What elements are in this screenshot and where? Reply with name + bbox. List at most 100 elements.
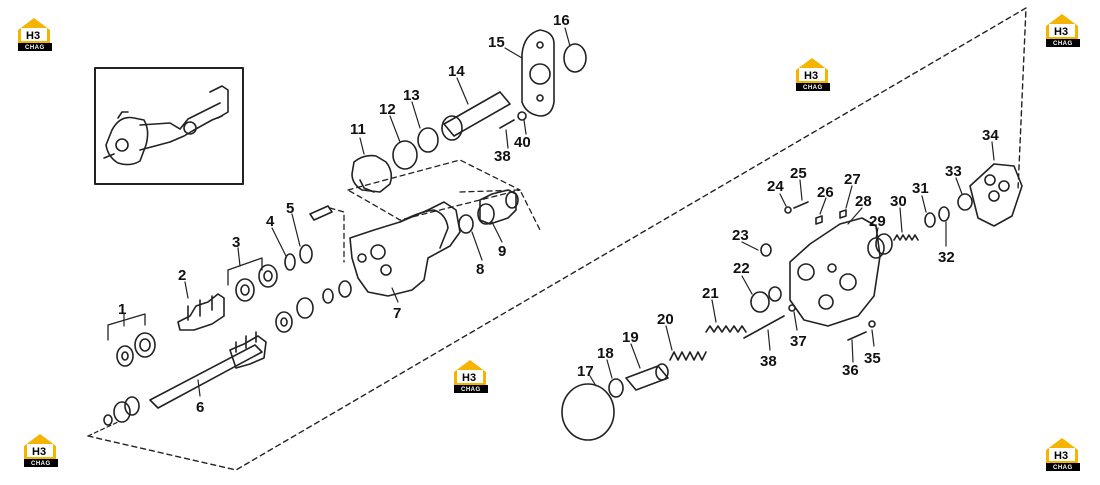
callout-34: 34: [982, 127, 999, 144]
callout-26: 26: [817, 184, 834, 201]
part-4-seal-ring: [284, 253, 296, 271]
callout-27: 27: [844, 171, 861, 188]
callout-6: 6: [196, 399, 204, 416]
callout-32: 32: [938, 249, 955, 266]
part-27-plug: [839, 209, 847, 219]
svg-text:H3: H3: [1054, 26, 1068, 38]
svg-text:CHAG: CHAG: [31, 461, 51, 467]
svg-text:CHAG: CHAG: [803, 85, 823, 91]
callout-21: 21: [702, 285, 719, 302]
callout-40: 40: [514, 134, 531, 151]
part-5-seal-ring: [299, 244, 313, 264]
part-12-ring: [392, 140, 418, 170]
part-22-valve: [750, 286, 782, 313]
shaft-leader-dashed: [87, 421, 119, 437]
callout-11: 11: [350, 121, 366, 138]
callout-labels: 1 2 3 4 5 6 7 8 9 11 12 13 14 15 16 17 1…: [118, 12, 999, 416]
callout-37: 37: [790, 333, 807, 350]
inset-assembly-view: [94, 67, 244, 185]
part-9-fitting: [477, 189, 519, 225]
part-18-ring: [608, 378, 624, 398]
part-38-bolt-upper: [499, 119, 515, 129]
callout-29: 29: [869, 213, 886, 230]
svg-text:CHAG: CHAG: [1053, 465, 1073, 471]
part-32-snap-ring: [938, 206, 950, 222]
part-28-valve-cover: [789, 217, 881, 327]
brand-logo: H3 CHAG: [24, 434, 58, 467]
callout-8: 8: [476, 261, 484, 278]
parts-8-9-group-dashed: [459, 189, 541, 231]
callout-25: 25: [790, 165, 807, 182]
callout-7: 7: [393, 305, 401, 322]
part-13-ring: [417, 127, 439, 153]
callout-4: 4: [266, 213, 275, 230]
callout-1: 1: [118, 301, 126, 318]
callout-22: 22: [733, 260, 750, 277]
parts-11-group-dashed: [347, 159, 521, 221]
svg-text:H3: H3: [804, 70, 818, 82]
part-6-drive-shaft: [103, 331, 267, 426]
part-24-washer: [784, 206, 792, 214]
lower-bushings: [275, 280, 352, 333]
brand-logo: H3 CHAG: [796, 58, 830, 91]
svg-text:CHAG: CHAG: [461, 387, 481, 393]
part-35-washer: [868, 320, 876, 328]
callout-16: 16: [553, 12, 570, 29]
callout-19: 19: [622, 329, 639, 346]
callout-14: 14: [448, 63, 465, 80]
callout-9: 9: [498, 243, 506, 260]
part-23-o-ring: [760, 243, 772, 257]
callout-12: 12: [379, 101, 396, 118]
part-31-ring: [924, 212, 936, 228]
callout-38-upper: 38: [494, 148, 511, 165]
callout-30: 30: [890, 193, 907, 210]
callout-17: 17: [577, 363, 594, 380]
callout-31: 31: [912, 180, 929, 197]
brand-logo: H3 CHAG: [18, 18, 52, 51]
svg-text:CHAG: CHAG: [1053, 41, 1073, 47]
svg-text:H3: H3: [32, 446, 46, 458]
part-11-clamp: [351, 154, 393, 193]
callout-33: 33: [945, 163, 962, 180]
callout-36: 36: [842, 362, 859, 379]
part-26-plug: [815, 215, 823, 225]
callout-13: 13: [403, 87, 420, 104]
leader-lines: [123, 27, 995, 397]
part-2-drive-gear: [177, 293, 225, 331]
brand-logo: H3 CHAG: [1046, 438, 1080, 471]
part-36-bolt: [847, 331, 867, 341]
part-7-pump-housing: [349, 201, 461, 297]
part-14-tube: [441, 91, 511, 141]
assembly-envelope-dashed: [87, 7, 1027, 471]
callout-18: 18: [597, 345, 614, 362]
part-20-spring: [669, 351, 707, 361]
part-34-gasket: [969, 163, 1023, 227]
parts-4-5-group-dashed: [329, 207, 345, 263]
brand-logo: H3 CHAG: [454, 360, 488, 393]
part-3-bearing-set: [227, 257, 278, 302]
brand-logo: H3 CHAG: [1046, 14, 1080, 47]
svg-text:H3: H3: [26, 30, 40, 42]
part-40-washer: [517, 111, 527, 121]
part-30-spring: [893, 234, 919, 241]
callout-38-lower: 38: [760, 353, 777, 370]
callout-35: 35: [864, 350, 881, 367]
part-19-piston: [625, 363, 669, 391]
svg-text:H3: H3: [462, 372, 476, 384]
part-21-spring: [705, 325, 747, 333]
pin-near-5: [309, 205, 333, 221]
callout-20: 20: [657, 311, 674, 328]
part-1-bearing-set: [107, 313, 156, 367]
callout-24: 24: [767, 178, 784, 195]
callout-23: 23: [732, 227, 749, 244]
part-8-o-ring: [458, 214, 474, 234]
part-38-pin-lower: [743, 315, 785, 339]
svg-text:H3: H3: [1054, 450, 1068, 462]
part-33-seal: [957, 193, 973, 211]
part-17-gasket-ring: [561, 383, 615, 441]
callout-3: 3: [232, 234, 240, 251]
callout-28: 28: [855, 193, 872, 210]
callout-15: 15: [488, 34, 505, 51]
callout-2: 2: [178, 267, 186, 284]
